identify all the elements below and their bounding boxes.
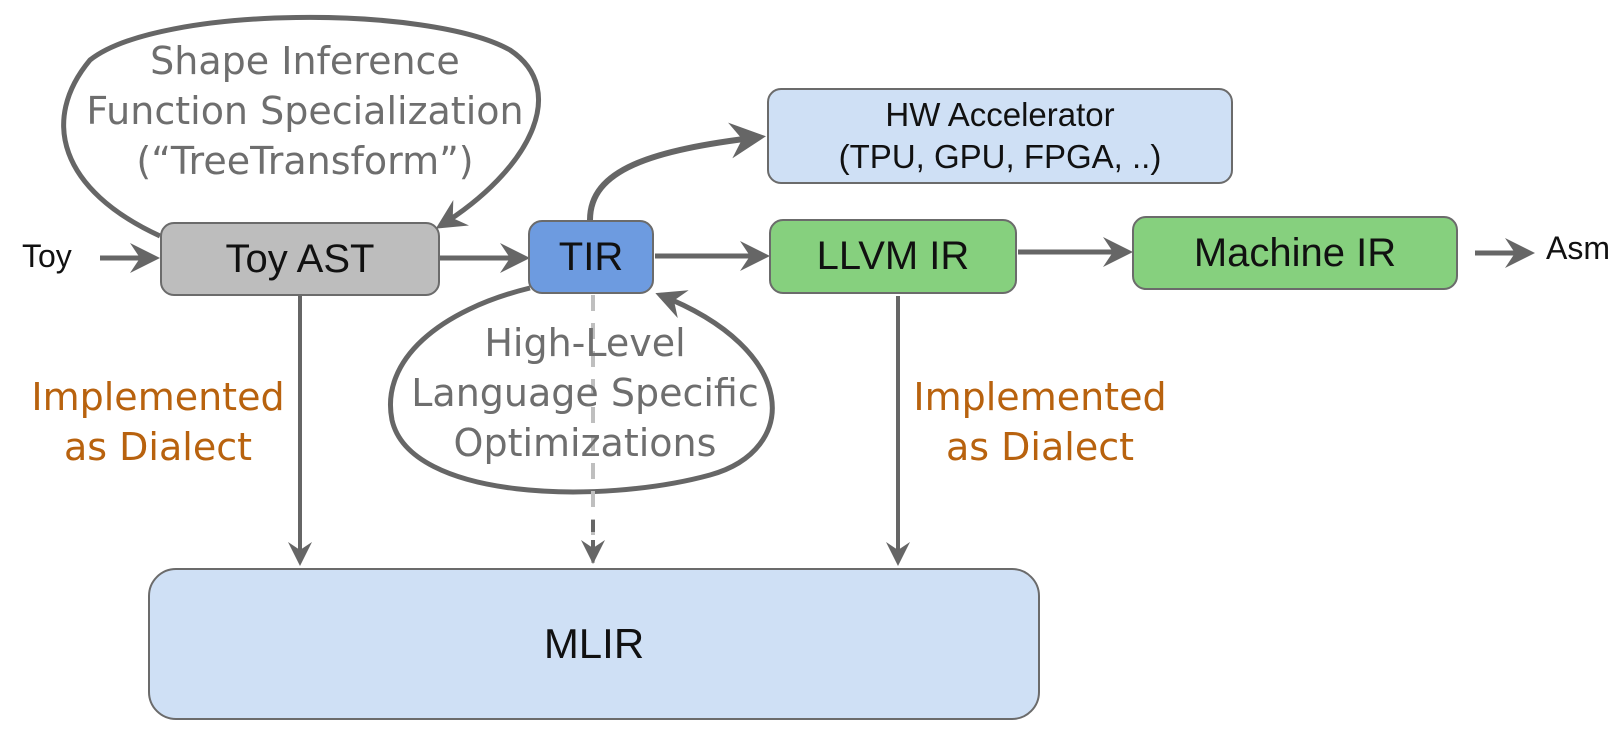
toy-ast-node: Toy AST <box>160 222 440 296</box>
machine-ir-node: Machine IR <box>1132 216 1458 290</box>
left-dialect-label: Implemented as Dialect <box>31 375 285 469</box>
llvm-ir-label: LLVM IR <box>816 234 970 278</box>
tir-to-hw-arrow <box>587 122 766 221</box>
hw-accelerator-label: HW Accelerator (TPU, GPU, FPGA, ..) <box>838 96 1162 175</box>
machine-ir-label: Machine IR <box>1193 230 1397 275</box>
tir-node: TIR <box>528 220 654 294</box>
llvm-ir-node: LLVM IR <box>769 219 1017 294</box>
toy-input-label: Toy <box>22 238 72 274</box>
asm-output-label: Asm <box>1546 230 1610 266</box>
hw-accelerator-node: HW Accelerator (TPU, GPU, FPGA, ..) <box>767 88 1233 184</box>
top-loop-curve <box>61 14 541 239</box>
toy-ast-label: Toy AST <box>225 236 375 281</box>
mlir-node: MLIR <box>148 568 1040 720</box>
tir-label: TIR <box>558 234 624 279</box>
right-dialect-label: Implemented as Dialect <box>913 375 1167 469</box>
bottom-loop-curve <box>388 285 775 495</box>
mlir-label: MLIR <box>543 620 645 667</box>
top-loop-label: Shape Inference Function Specialization … <box>86 39 524 183</box>
bottom-loop-label: High-Level Language Specific Optimizatio… <box>411 321 759 465</box>
